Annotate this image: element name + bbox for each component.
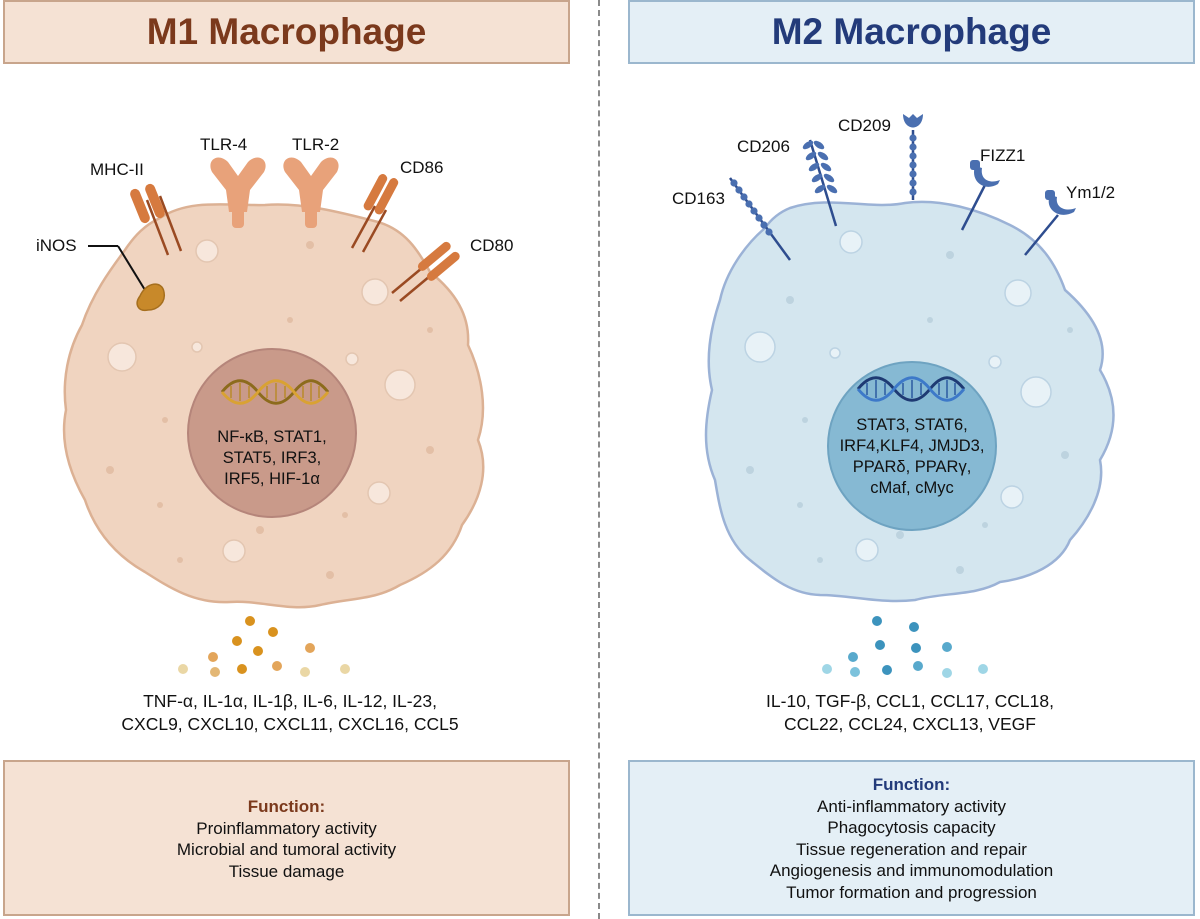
m1-function-item: Proinflammatory activity: [196, 818, 377, 838]
cd209-label: CD209: [838, 116, 891, 135]
m2-cytokine-dots: [822, 616, 988, 678]
m1-factor-line: IRF5, HIF-1α: [224, 470, 320, 488]
tlr-4-icon: [210, 157, 266, 228]
m2-cytokine-line: CCL22, CCL24, CXCL13, VEGF: [784, 714, 1036, 734]
m2-function-item: Angiogenesis and immunomodulation: [769, 861, 1054, 880]
ym1-2-icon: [1024, 190, 1076, 256]
inos-icon: [88, 245, 166, 312]
m2-factor-line: IRF4,KLF4, JMJD3,: [839, 437, 985, 455]
m2-factor-line: STAT3, STAT6,: [856, 416, 968, 434]
m1-function-item: Tissue damage: [228, 861, 345, 881]
inos-label: iNOS: [36, 236, 77, 255]
mhc-ii-label: MHC-II: [90, 160, 144, 179]
panel-divider: [598, 0, 600, 919]
m1-function-item: Microbial and tumoral activity: [176, 840, 397, 859]
m2-nucleus: [827, 361, 997, 531]
m1-function-title: Function:: [247, 797, 326, 816]
cd80-label: CD80: [470, 236, 514, 255]
mhc-ii-icon: [130, 183, 183, 256]
m1-nucleus-factors: NF-κB, STAT1, STAT5, IRF3, IRF5, HIF-1α: [192, 427, 352, 490]
cd206-icon: [802, 139, 838, 227]
fizz1-icon: [960, 160, 1000, 231]
m1-factor-line: STAT5, IRF3,: [222, 449, 322, 467]
m1-function-box: Function: Proinflammatory activity Micro…: [3, 760, 570, 916]
tlr-4-label: TLR-4: [200, 135, 248, 154]
tlr-2-label: TLR-2: [292, 135, 340, 154]
m1-cytokine-dots: [178, 616, 350, 677]
cd163-icon: [728, 177, 792, 261]
m2-title: M2 Macrophage: [628, 0, 1195, 64]
m2-cytokine-line: IL-10, TGF-β, CCL1, CCL17, CCL18,: [766, 691, 1054, 711]
fizz1-label: FIZZ1: [980, 146, 1026, 165]
cd80-icon: [391, 241, 460, 302]
m2-factor-line: PPARδ, PPARγ,: [852, 458, 972, 476]
cd209-icon: [903, 114, 923, 200]
cd86-icon: [350, 174, 399, 253]
cd163-label: CD163: [672, 189, 725, 208]
m2-factor-line: cMaf, cMyc: [870, 479, 954, 497]
m1-cytokine-line: CXCL9, CXCL10, CXCL11, CXCL16, CCL5: [121, 714, 459, 734]
m1-factor-line: NF-κB, STAT1,: [217, 428, 327, 446]
m1-nucleus: [187, 348, 357, 518]
m2-cytokines: IL-10, TGF-β, CCL1, CCL17, CCL18, CCL22,…: [660, 690, 1160, 736]
m2-function-title: Function:: [872, 775, 951, 794]
cd86-label: CD86: [400, 158, 444, 177]
m1-dna-icon: [220, 379, 330, 405]
m2-dna-icon: [856, 376, 966, 402]
tlr-2-icon: [283, 157, 339, 228]
m1-cytokines: TNF-α, IL-1α, IL-1β, IL-6, IL-12, IL-23,…: [40, 690, 540, 736]
m2-function-box: Function: Anti-inflammatory activity Pha…: [628, 760, 1195, 916]
m2-function-item: Anti-inflammatory activity: [817, 796, 1006, 816]
m2-function-item: Phagocytosis capacity: [827, 818, 996, 837]
m2-nucleus-factors: STAT3, STAT6, IRF4,KLF4, JMJD3, PPARδ, P…: [832, 415, 992, 499]
ym1-2-label: Ym1/2: [1066, 183, 1116, 202]
m2-function-item: Tissue regeneration and repair: [796, 839, 1027, 859]
m2-function-item: Tumor formation and progression: [786, 882, 1037, 902]
cd206-label: CD206: [737, 137, 790, 156]
m1-title: M1 Macrophage: [3, 0, 570, 64]
m1-cytokine-line: TNF-α, IL-1α, IL-1β, IL-6, IL-12, IL-23,: [143, 691, 437, 711]
